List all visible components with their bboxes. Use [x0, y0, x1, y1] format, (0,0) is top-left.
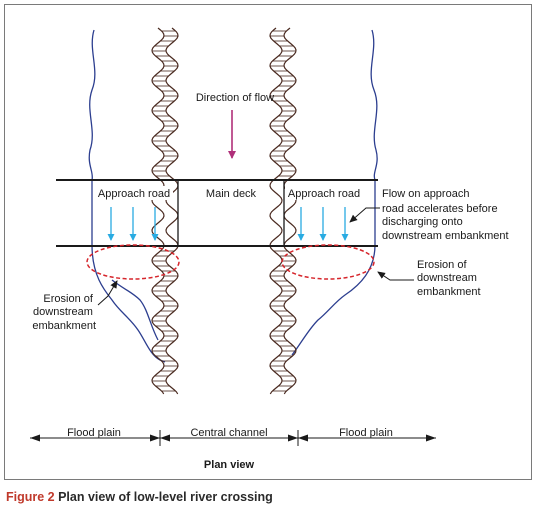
flow-callout-leader	[349, 207, 380, 223]
flow-on-approach-label: Flow on approach road accelerates before…	[382, 188, 509, 242]
main-deck-label: Main deck	[206, 188, 257, 200]
flood-plain-left-label: Flood plain	[67, 427, 121, 439]
channel-banks	[151, 27, 297, 395]
approach-road-right-label: Approach road	[288, 188, 360, 200]
approach-flow-arrows-right	[297, 207, 349, 241]
figure-caption: Figure 2 Plan view of low-level river cr…	[6, 490, 273, 504]
erosion-right-label: Erosion of downstream embankment	[417, 259, 481, 298]
flood-plain-right-label: Flood plain	[339, 427, 393, 439]
figure-frame	[4, 4, 532, 480]
erosion-zone-right	[281, 244, 375, 280]
direction-of-flow-label: Direction of flow	[196, 92, 274, 104]
erosion-left-leader	[97, 280, 118, 306]
left-channel-bank	[151, 27, 179, 395]
erosion-zone-left	[86, 244, 180, 280]
approach-road-left-label: Approach road	[98, 188, 170, 200]
right-channel-bank	[269, 27, 297, 395]
plan-view-label: Plan view	[204, 459, 255, 471]
erosion-right-leader	[377, 271, 414, 281]
approach-flow-arrows-left	[107, 207, 159, 241]
left-channel-edge-lower	[111, 279, 159, 341]
figure-number: Figure 2	[6, 490, 55, 504]
figure-caption-text: Plan view of low-level river crossing	[54, 490, 273, 504]
erosion-left-label: Erosion of downstream embankment	[32, 293, 96, 332]
central-channel-label: Central channel	[190, 427, 267, 439]
